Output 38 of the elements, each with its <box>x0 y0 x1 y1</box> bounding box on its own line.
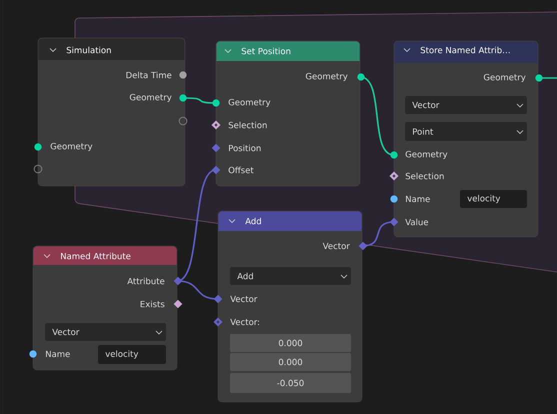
node-link <box>538 77 557 79</box>
dropdown-field: Vector <box>405 96 527 114</box>
node-title: Add <box>245 218 261 224</box>
socket-label: Geometry <box>306 72 348 82</box>
number-field: -0.050 <box>230 373 351 393</box>
socket-label: Name <box>46 350 70 358</box>
number-field: 0.000 <box>230 334 351 352</box>
socket-label: Selection <box>228 122 267 128</box>
dropdown-field: Point <box>405 122 527 141</box>
socket-label: Vector: <box>230 318 259 326</box>
text-field: velocity <box>98 345 166 364</box>
socket-label: Vector <box>322 242 350 250</box>
socket-label: Geometry <box>50 142 92 152</box>
node-title: Store Named Attrib… <box>420 46 510 54</box>
socket-label: Selection <box>406 172 444 180</box>
node-link <box>362 221 394 247</box>
socket-label: Geometry <box>228 98 270 108</box>
node-title: Set Position <box>242 48 290 54</box>
socket-label: Vector <box>230 296 258 302</box>
socket-label: Geometry <box>406 150 448 160</box>
socket-label: Exists <box>140 300 164 308</box>
node-title: Named Attribute <box>61 252 130 260</box>
node-title: Simulation <box>66 46 111 54</box>
socket-label: Position <box>229 144 261 152</box>
text-field: velocity <box>460 190 527 208</box>
socket-label: Geometry <box>130 94 172 102</box>
node-link <box>185 97 216 104</box>
dropdown-field: Add <box>230 267 351 285</box>
node-link <box>177 280 218 300</box>
socket-label: Delta Time <box>126 72 172 78</box>
node-link <box>360 76 394 156</box>
socket-label: Offset <box>228 166 254 174</box>
socket-label: Value <box>405 218 428 226</box>
dropdown-field: Vector <box>45 323 166 341</box>
socket-label: Geometry <box>484 74 526 82</box>
number-field: 0.000 <box>230 353 351 371</box>
socket-label: Attribute <box>127 278 164 284</box>
socket-label: Name <box>406 196 430 202</box>
